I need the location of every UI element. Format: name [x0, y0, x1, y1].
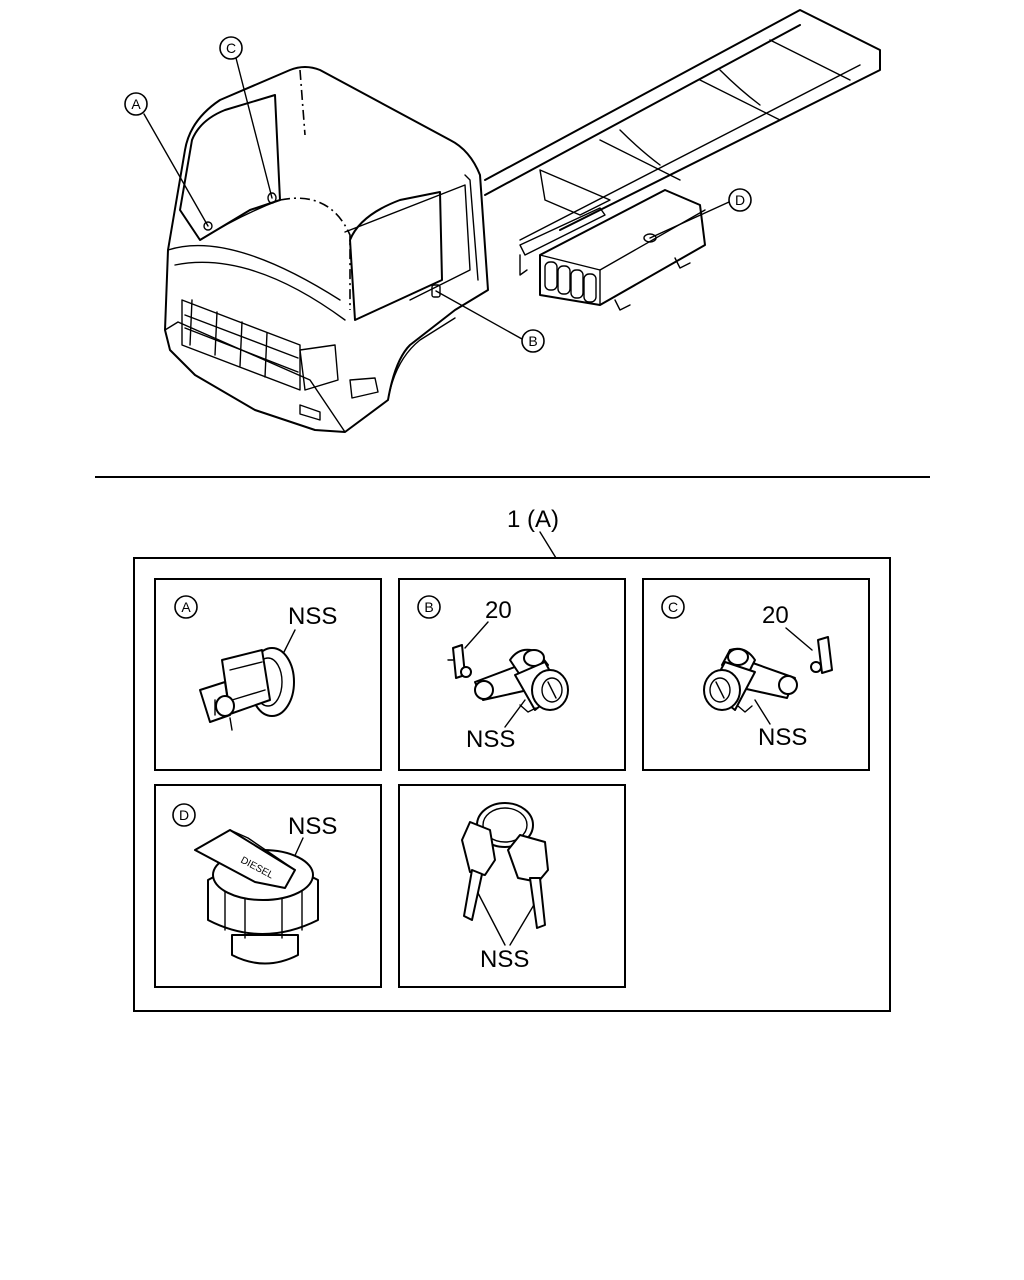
side-door-lock-icon [474, 648, 569, 713]
panel-d-letter: D [179, 807, 189, 823]
panel-keys-nss: NSS [480, 946, 529, 973]
key-icon [507, 834, 549, 929]
panel-a-letter: A [181, 599, 191, 615]
assembly-frame [133, 557, 891, 1012]
panel-b-letter: B [424, 599, 433, 615]
panel-a: A NSS [154, 578, 382, 771]
callout-a: A [124, 92, 148, 116]
panel-c-20: 20 [762, 602, 789, 629]
lock-clip-icon [810, 636, 833, 674]
callout-d: D [728, 188, 752, 212]
door-lock-cylinder-icon [199, 647, 295, 731]
panel-c: C 20 NSS [642, 578, 870, 771]
key-icon [461, 821, 496, 921]
panel-c-letter: C [668, 599, 678, 615]
lock-clip-icon [447, 644, 472, 679]
truck-illustration [164, 9, 881, 433]
panel-d-nss: NSS [288, 813, 337, 840]
callout-c: C [219, 36, 243, 60]
svg-text:A: A [131, 96, 141, 112]
panel-a-nss: NSS [288, 603, 337, 630]
panel-keys: NSS [398, 784, 626, 988]
assembly-label: 1 (A) [507, 506, 559, 533]
svg-text:D: D [735, 192, 745, 208]
fuel-cap-icon: DIESEL [194, 829, 319, 965]
panel-b: B 20 NSS [398, 578, 626, 771]
panel-d: D NSS DIESEL [154, 784, 382, 988]
panel-c-nss: NSS [758, 724, 807, 751]
assembly-leader [539, 531, 557, 559]
panel-b-nss: NSS [466, 726, 515, 753]
svg-text:B: B [528, 333, 537, 349]
svg-text:C: C [226, 40, 236, 56]
callout-b: B [521, 329, 545, 353]
callout-leaders [143, 57, 730, 340]
side-door-lock-icon [703, 647, 798, 713]
panel-b-20: 20 [485, 597, 512, 624]
